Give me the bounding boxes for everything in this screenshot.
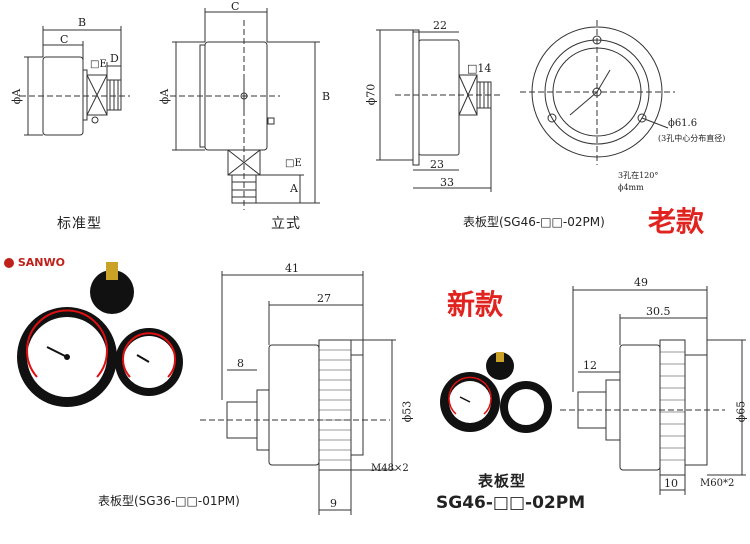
sg46-dim-m60: M60*2: [700, 478, 735, 489]
panel-old-drawing: [376, 20, 675, 192]
vert-dim-phia: ϕA: [158, 88, 172, 105]
sg46-dim-phi65: ϕ65: [734, 400, 748, 423]
new-model-tag: 新款: [447, 288, 504, 321]
caption-panel-old: 表板型(SG46-□□-02PM): [463, 215, 605, 229]
caption-sg36: 表板型(SG36-□□-01PM): [98, 494, 240, 508]
sg46-dim-12: 12: [583, 359, 597, 372]
vert-dim-e: □E: [285, 158, 302, 169]
sg36-dim-27: 27: [317, 292, 331, 305]
std-dim-d: D: [110, 52, 119, 65]
brand-logo-icon: [4, 258, 14, 268]
vert-dim-a: A: [290, 182, 298, 195]
old-hole-note: (3孔中心分布直径): [658, 134, 726, 143]
old-dim-sq14: □14: [467, 62, 492, 75]
sg36-dim-9: 9: [330, 497, 337, 510]
sg46-photo: [436, 352, 552, 444]
vert-dim-b: B: [322, 90, 331, 103]
old-model-tag: 老款: [648, 205, 705, 238]
old-hole-angle: 3孔在120°: [618, 171, 659, 180]
old-dim-23: 23: [430, 158, 444, 171]
sg36-dim-41: 41: [285, 262, 299, 275]
caption-panel-new-title: 表板型: [478, 472, 527, 490]
sg46-drawing: [560, 286, 746, 495]
sg36-dim-8: 8: [237, 357, 244, 370]
caption-standard: 标准型: [57, 216, 102, 232]
gauges-photo: SANWO: [2, 252, 192, 412]
brand-name: SANWO: [17, 256, 65, 269]
standard-type-drawing: [20, 26, 130, 136]
old-dim-phi616: ϕ61.6: [668, 118, 698, 129]
old-dim-phi70: ϕ70: [364, 83, 378, 106]
std-dim-e: □E: [90, 59, 107, 70]
sg46-dim-10: 10: [664, 477, 678, 490]
sg46-dim-305: 30.5: [646, 305, 671, 318]
caption-vertical: 立式: [271, 216, 301, 232]
std-dim-b: B: [78, 16, 87, 29]
old-dim-33: 33: [440, 176, 454, 189]
sg36-dim-phi53: ϕ53: [400, 400, 414, 423]
sg46-dim-49: 49: [634, 276, 648, 289]
sg36-drawing: [200, 271, 396, 515]
std-dim-c: C: [60, 33, 69, 46]
sg36-dim-m48: M48×2: [371, 463, 409, 474]
vertical-type-drawing: [170, 8, 320, 210]
brand-logo: SANWO: [4, 256, 65, 269]
std-dim-phia: ϕA: [10, 88, 24, 105]
vert-dim-c: C: [231, 0, 240, 13]
caption-panel-new-model: SG46-□□-02PM: [436, 493, 586, 513]
old-dim-22: 22: [433, 19, 447, 32]
old-hole-phi4: ϕ4mm: [618, 183, 644, 192]
